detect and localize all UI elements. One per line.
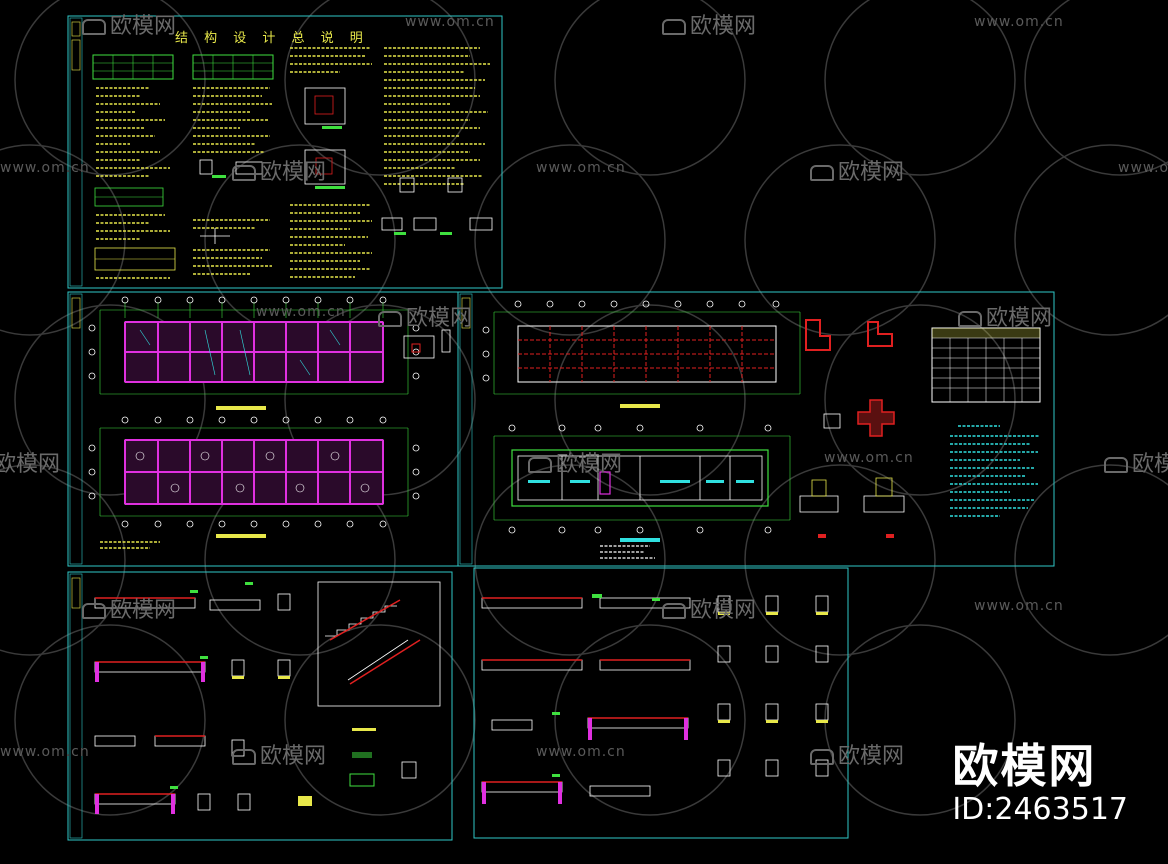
brand-block: 欧模网 ID:2463517: [952, 740, 1128, 828]
watermark-logo-text: 欧模网: [406, 306, 473, 331]
brand-id: ID:2463517: [952, 792, 1128, 827]
sheet-foundation[interactable]: [457, 291, 1055, 567]
foundation-plan-lower: [493, 424, 791, 559]
watermark-logo-text: 欧模网: [0, 452, 61, 477]
watermark-logo-8: 欧模网: [528, 446, 622, 478]
watermark-logo-6: 欧模网: [958, 300, 1052, 332]
watermark-logo-text: 欧模网: [690, 14, 757, 39]
sofa-icon: [82, 603, 106, 619]
watermark-logo-text: 欧模网: [1132, 452, 1168, 477]
watermark-logo-1: 欧模网: [82, 8, 176, 40]
sofa-icon: [378, 311, 402, 327]
general-notes-title: 结 构 设 计 总 说 明: [175, 31, 369, 46]
watermark-logo-10: 欧模网: [82, 592, 176, 624]
watermark-logo-7: 欧模网: [0, 446, 60, 478]
sheet-general-notes[interactable]: [67, 15, 503, 289]
watermark-logo-text: 欧模网: [110, 14, 177, 39]
watermark-logo-12: 欧模网: [232, 738, 326, 770]
stair-section: [317, 581, 441, 787]
watermark-logo-2: 欧模网: [662, 8, 756, 40]
brand-name: 欧模网: [952, 739, 1097, 793]
watermark-logo-text: 欧模网: [260, 744, 327, 769]
watermark-site-6: www.om.cn: [256, 304, 346, 320]
sofa-icon: [958, 311, 982, 327]
watermark-logo-text: 欧模网: [556, 452, 623, 477]
foundation-grid: [482, 300, 801, 408]
watermark-logo-text: 欧模网: [690, 598, 757, 623]
sofa-icon: [810, 749, 834, 765]
foundation-table: [931, 327, 1041, 403]
watermark-site-4: www.om.cn: [536, 160, 626, 176]
watermark-logo-4: 欧模网: [810, 154, 904, 186]
watermark-site-1: www.om.cn: [405, 14, 495, 30]
watermark-site-9: www.om.cn: [0, 744, 90, 760]
sofa-icon: [662, 603, 686, 619]
watermark-logo-11: 欧模网: [662, 592, 756, 624]
sofa-icon: [232, 749, 256, 765]
sofa-icon: [528, 457, 552, 473]
sheet-beam-stair[interactable]: [67, 571, 453, 841]
sofa-icon: [810, 165, 834, 181]
sofa-icon: [232, 165, 256, 181]
watermark-site-5: www.om.cn: [1118, 160, 1168, 176]
watermark-logo-5: 欧模网: [378, 300, 472, 332]
sofa-icon: [662, 19, 686, 35]
column-details: [799, 319, 905, 538]
watermark-logo-text: 欧模网: [838, 160, 905, 185]
watermark-site-8: www.om.cn: [974, 598, 1064, 614]
watermark-logo-text: 欧模网: [986, 306, 1053, 331]
watermark-logo-text: 欧模网: [110, 598, 177, 623]
sofa-icon: [82, 19, 106, 35]
foundation-notes: [950, 425, 1040, 517]
beam-elevations-right: [481, 594, 829, 804]
watermark-logo-13: 欧模网: [810, 738, 904, 770]
beam-elevations-left: [94, 582, 312, 814]
floor-plan-lower: [88, 416, 420, 549]
watermark-logo-text: 欧模网: [838, 744, 905, 769]
watermark-logo-3: 欧模网: [232, 154, 326, 186]
watermark-site-2: www.om.cn: [974, 14, 1064, 30]
watermark-logo-9: 欧模网: [1104, 446, 1168, 478]
sheet-floor-plans[interactable]: [67, 291, 459, 567]
sheet-beam-details[interactable]: [473, 567, 849, 839]
sofa-icon: [1104, 457, 1128, 473]
watermark-logo-text: 欧模网: [260, 160, 327, 185]
floor-plan-upper: [88, 296, 451, 410]
watermark-site-10: www.om.cn: [536, 744, 626, 760]
watermark-site-7: www.om.cn: [824, 450, 914, 466]
watermark-arcs: [0, 0, 1168, 816]
watermark-site-3: www.om.cn: [0, 160, 90, 176]
